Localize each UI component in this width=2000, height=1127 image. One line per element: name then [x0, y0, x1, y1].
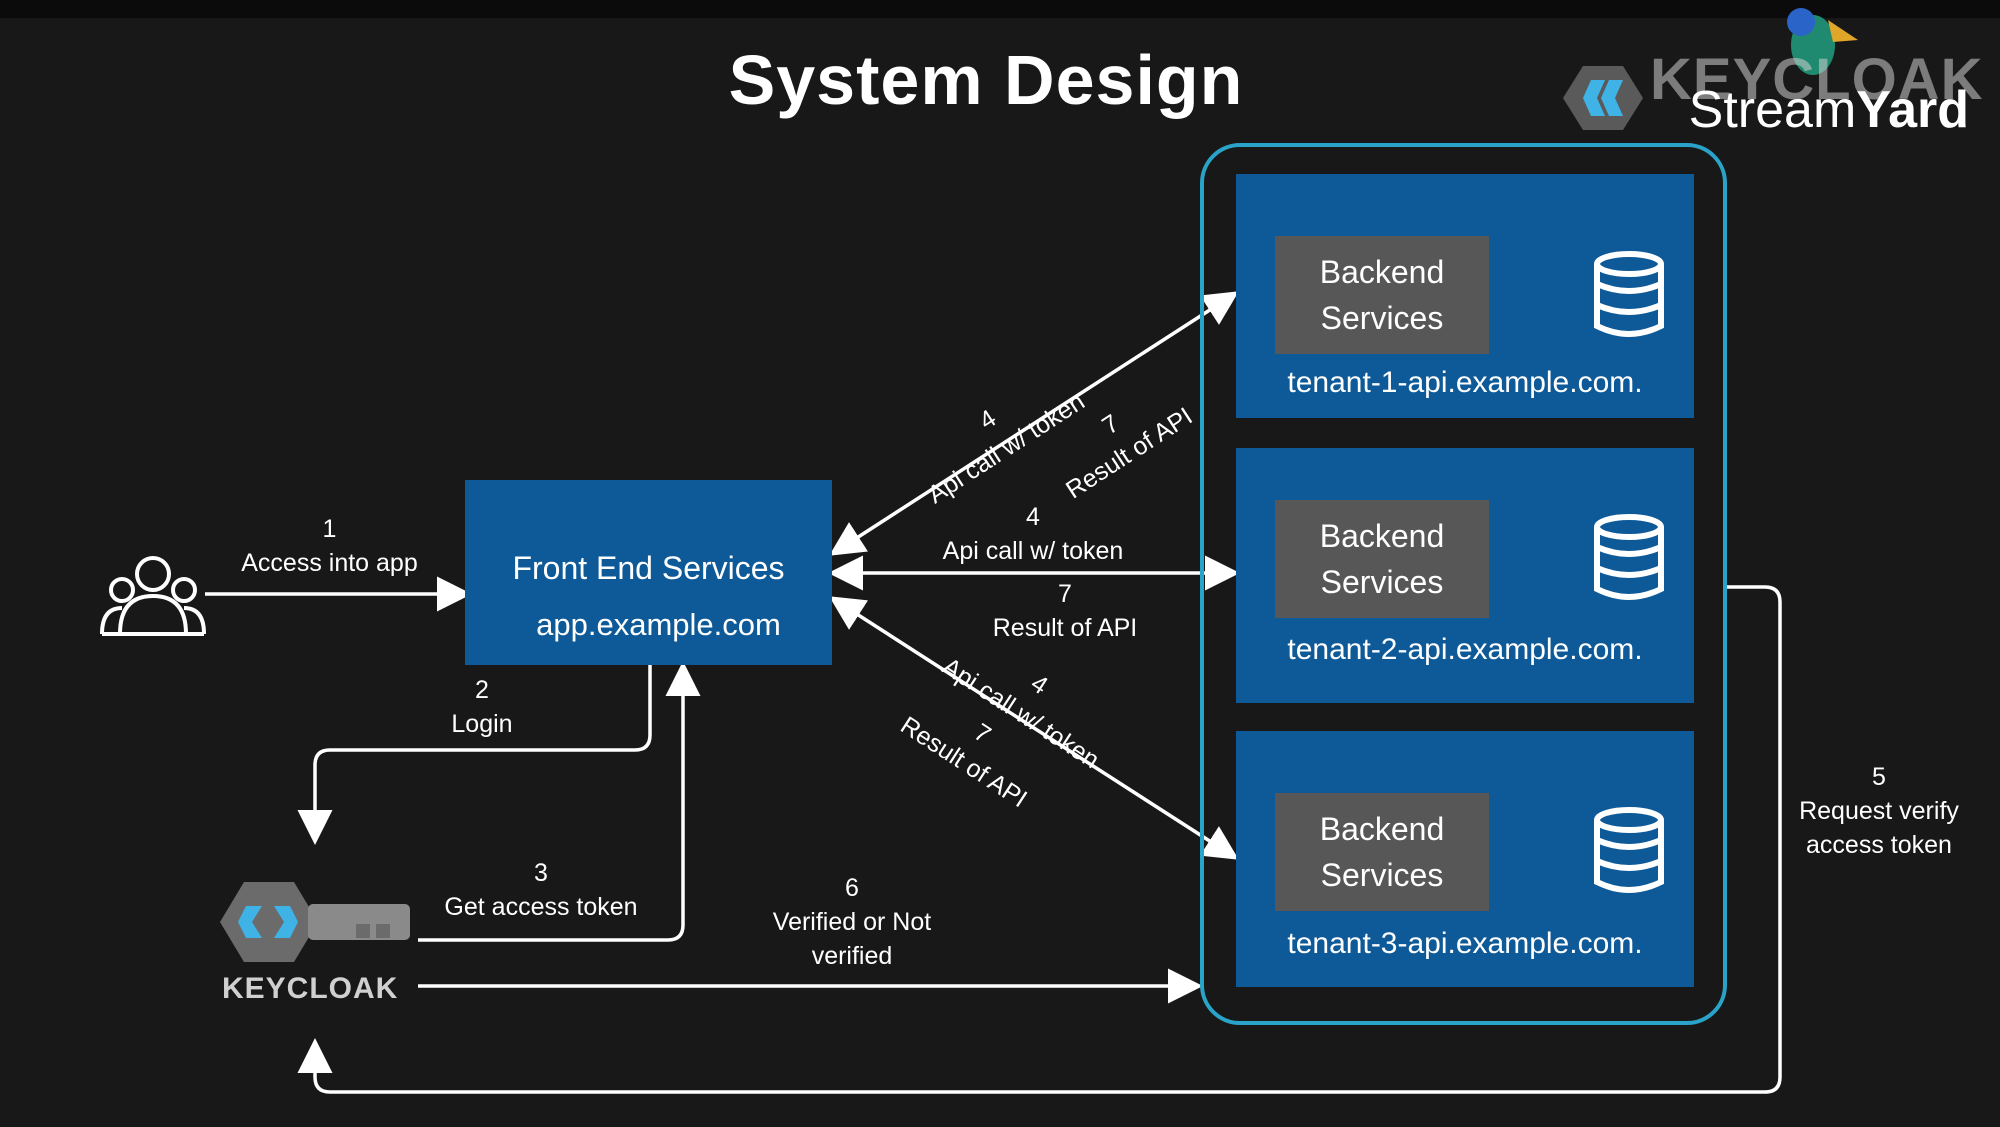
- database-icon: [1594, 251, 1664, 337]
- brand-watermark: KEYCLOAK StreamYard: [1545, 8, 1985, 139]
- tenant-1-url: tenant-1-api.example.com.: [1287, 366, 1643, 399]
- database-icon: [1594, 807, 1664, 893]
- front-end-url: app.example.com: [536, 607, 781, 642]
- keycloak-logo: [220, 882, 410, 962]
- arrow-get-token: [418, 661, 701, 942]
- tenant-1-box: Backend Services tenant-1-api.example.co…: [1236, 174, 1694, 418]
- backend-services-3: Backend Services: [1275, 793, 1489, 911]
- tenants-container: [1200, 143, 1727, 1025]
- backend-services-1: Backend Services: [1275, 236, 1489, 354]
- page-title: System Design: [728, 41, 1244, 119]
- tenant-2-url: tenant-2-api.example.com.: [1287, 633, 1643, 666]
- front-end-name: Front End Services: [512, 550, 785, 586]
- tenant-3-url: tenant-3-api.example.com.: [1287, 927, 1643, 960]
- arrow-verify-request: [297, 585, 1782, 1094]
- brand-streamyard-text: StreamYard: [1688, 81, 1969, 139]
- keycloak-brand-icon: [1563, 66, 1643, 130]
- top-bar: [0, 0, 2000, 18]
- front-end-services-box: Front End Services app.example.com: [465, 480, 832, 665]
- backend-services-2: Backend Services: [1275, 500, 1489, 618]
- arrow-tenant1: [829, 291, 1239, 556]
- brand-keycloak-text: KEYCLOAK: [1650, 47, 1984, 112]
- users-icon: [100, 556, 206, 636]
- mascot-icon: [1787, 8, 1858, 75]
- database-icon: [1594, 514, 1664, 600]
- keycloak-label: KEYCLOAK: [222, 972, 399, 1005]
- tenant-3-box: Backend Services tenant-3-api.example.co…: [1236, 731, 1694, 987]
- arrow-login: [297, 665, 652, 845]
- arrow-tenant3: [829, 596, 1239, 860]
